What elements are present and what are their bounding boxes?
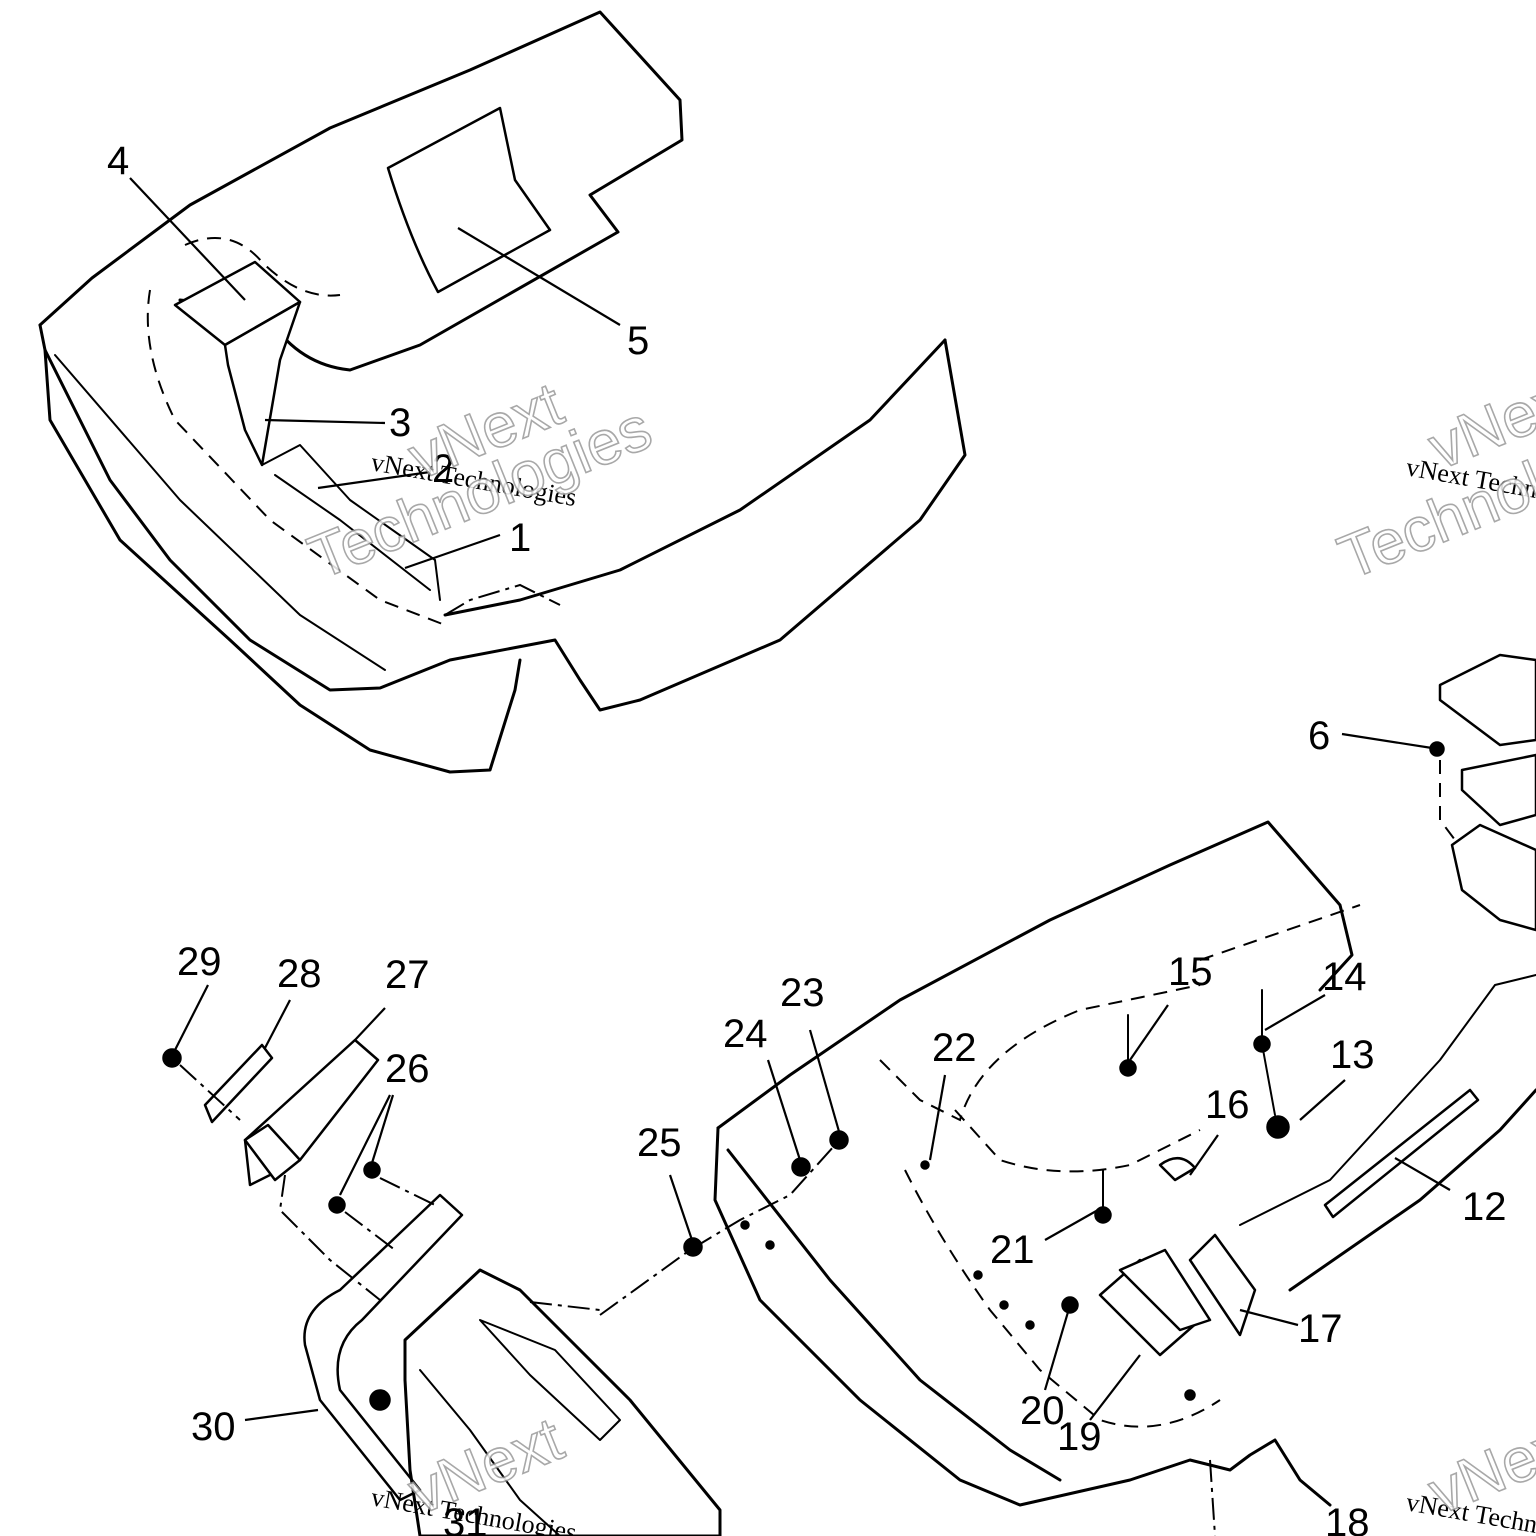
fasteners-lower [683,741,1445,1401]
callout-2: 2 [432,447,454,491]
callout-5: 5 [627,319,649,363]
screw-29 [162,1048,182,1068]
callout-12: 12 [1462,1185,1507,1229]
callout-3: 3 [389,401,411,445]
callout-15: 15 [1168,950,1213,994]
callout-17: 17 [1298,1307,1343,1351]
trim-strip-12 [1323,1088,1480,1219]
callout-21: 21 [990,1228,1035,1272]
callout-13: 13 [1330,1033,1375,1077]
callout-18: 18 [1325,1501,1370,1536]
callout-14: 14 [1322,955,1367,999]
lower-body-shell [599,820,1536,1536]
callout-30: 30 [191,1405,236,1449]
pad-28 [203,1043,274,1124]
callout-29: 29 [177,940,222,984]
callout-19: 19 [1057,1415,1102,1459]
callout-16: 16 [1205,1083,1250,1127]
callout-31: 31 [443,1501,488,1536]
rail-assembly-30-31 [303,1193,722,1536]
connector-lines-lower-left [179,1064,601,1311]
trim-strip-2-1 [261,444,441,601]
hinge-assembly-17-19 [1098,1233,1257,1357]
callout-28: 28 [277,952,322,996]
screws-26 [328,1161,381,1214]
callout-1: 1 [509,516,531,560]
leader-lines [129,177,1451,1422]
tray-pad-right [1438,653,1536,932]
callout-25: 25 [637,1121,682,1165]
callout-23: 23 [780,971,825,1015]
callout-26: 26 [385,1047,430,1091]
callout-27: 27 [385,953,430,997]
callout-24: 24 [723,1012,768,1056]
callout-4: 4 [107,139,129,183]
decal-5 [386,106,552,294]
bracket-27 [243,1038,380,1187]
callout-6: 6 [1308,714,1330,758]
callout-22: 22 [932,1026,977,1070]
callout-labels: 4 5 3 2 1 6 12 13 14 15 16 17 18 19 20 2… [107,139,1507,1536]
callout-20: 20 [1020,1389,1065,1433]
